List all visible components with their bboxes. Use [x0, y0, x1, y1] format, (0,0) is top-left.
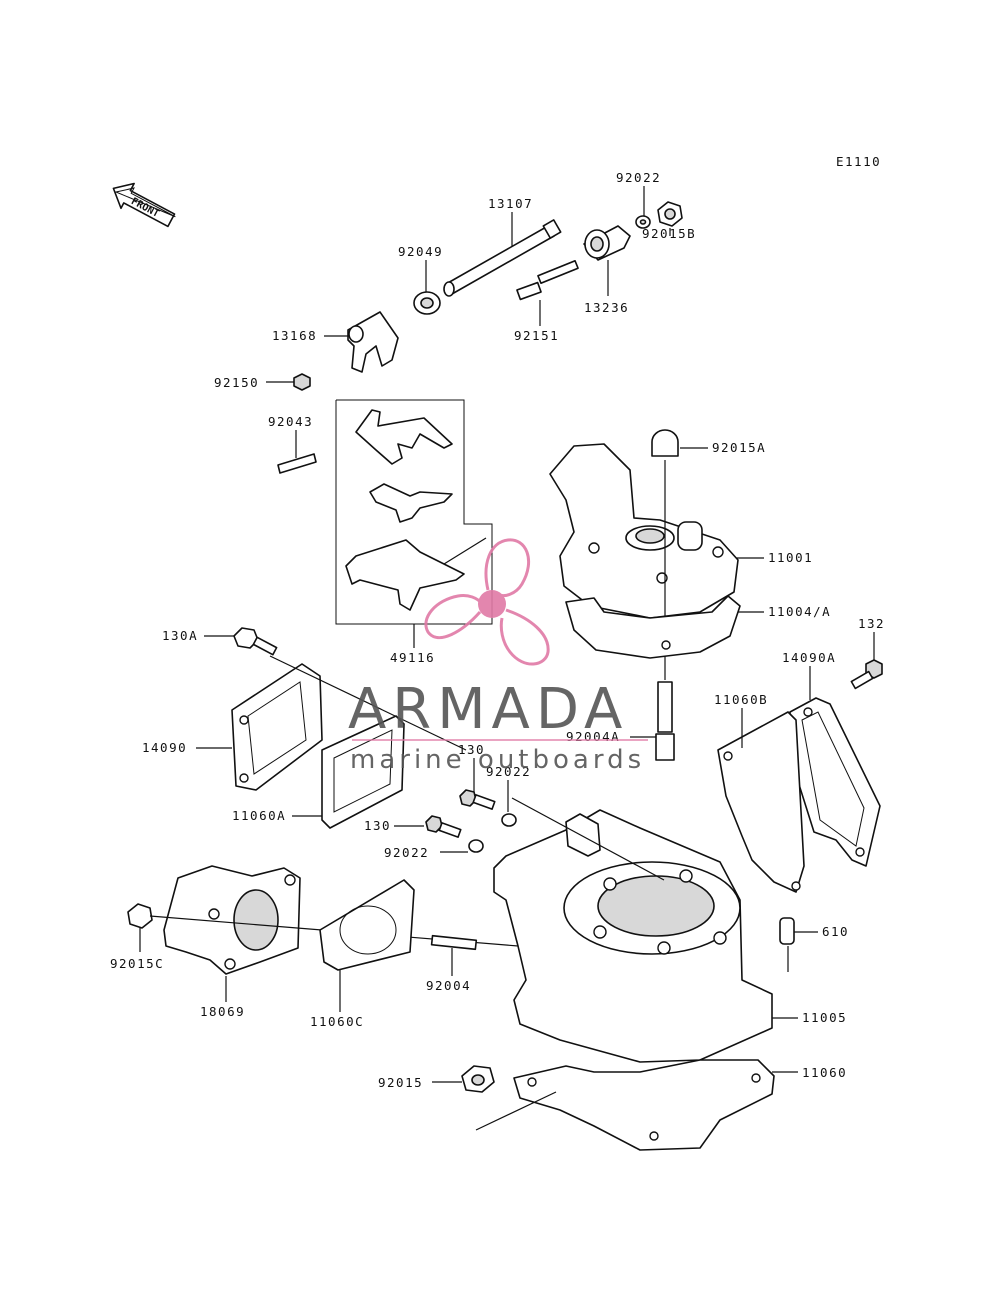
part-label: 13107: [488, 196, 533, 211]
cylinder-head-11001: [549, 443, 739, 619]
part-label: 92022: [486, 764, 531, 779]
part-label: 11060C: [310, 1014, 364, 1029]
nut-92150: [293, 373, 311, 391]
valve-assembly-49116: [335, 399, 493, 625]
part-label: 92151: [514, 328, 559, 343]
part-label: 18069: [200, 1004, 245, 1019]
part-label: 92015C: [110, 956, 164, 971]
part-label: 610: [822, 924, 849, 939]
base-gasket-11060: [513, 1059, 775, 1151]
nut-92015: [461, 1065, 495, 1093]
part-label: 92015: [378, 1075, 423, 1090]
part-label: 11060: [802, 1065, 847, 1080]
part-label: 11005: [802, 1010, 847, 1025]
part-label: 14090A: [782, 650, 836, 665]
part-label: 92150: [214, 375, 259, 390]
bolt-92151: [516, 259, 579, 301]
nut-92015c: [127, 903, 153, 929]
diagram-code: E1110: [836, 154, 881, 169]
bolt-130a: [233, 627, 278, 656]
part-label: 92049: [398, 244, 443, 259]
part-label: 13168: [272, 328, 317, 343]
cap-nut-92015a: [651, 429, 679, 457]
washer-92022-mid: [501, 813, 517, 827]
part-label: 11004/A: [768, 604, 831, 619]
cylinder-11005: [493, 809, 773, 1063]
bolt-132: [850, 659, 883, 690]
watermark: ARMADA marine outboards: [348, 538, 648, 775]
nut-92015b: [657, 201, 683, 227]
part-label: 92043: [268, 414, 313, 429]
shaft-13107: [443, 219, 562, 297]
dowel-pin-610: [779, 917, 795, 945]
part-label: 92015B: [642, 226, 696, 241]
lever-13168: [347, 311, 399, 373]
part-label: 132: [858, 616, 885, 631]
propeller-logo-icon: [424, 538, 550, 666]
part-label: 11001: [768, 550, 813, 565]
stud-92004: [430, 934, 478, 951]
part-label: 11060B: [714, 692, 768, 707]
part-label: 130: [364, 818, 391, 833]
washer-92022-top: [635, 215, 651, 229]
part-labels: 92022 13107 92049 92015B 13236 92151 131…: [110, 170, 885, 1090]
manifold-18069: [163, 865, 301, 975]
part-label: 13236: [584, 300, 629, 315]
part-label: 92004: [426, 978, 471, 993]
bearing-92049: [413, 291, 441, 315]
bolt-130-upper: [459, 789, 496, 810]
washer-92022-low: [468, 839, 484, 853]
part-label: 92022: [384, 845, 429, 860]
leader-lines: [139, 186, 875, 1083]
part-label: 130: [458, 742, 485, 757]
part-label: 130A: [162, 628, 198, 643]
part-label: 11060A: [232, 808, 286, 823]
watermark-brand: ARMADA: [348, 677, 628, 742]
watermark-tagline: marine outboards: [350, 745, 645, 775]
gasket-11060c: [319, 879, 415, 971]
stud-92004a: [655, 681, 675, 761]
gear-13236: [583, 225, 631, 261]
head-gasket-11004a: [565, 595, 741, 659]
part-label: 49116: [390, 650, 435, 665]
part-label: 92015A: [712, 440, 766, 455]
pin-92043: [277, 453, 317, 474]
gasket-11060b: [717, 711, 805, 893]
cover-14090: [231, 663, 323, 791]
front-arrow-icon: FRONT: [112, 182, 176, 228]
cover-14090a: [789, 697, 881, 867]
bolt-130-lower: [425, 815, 462, 838]
part-label: 92022: [616, 170, 661, 185]
part-label: 14090: [142, 740, 187, 755]
